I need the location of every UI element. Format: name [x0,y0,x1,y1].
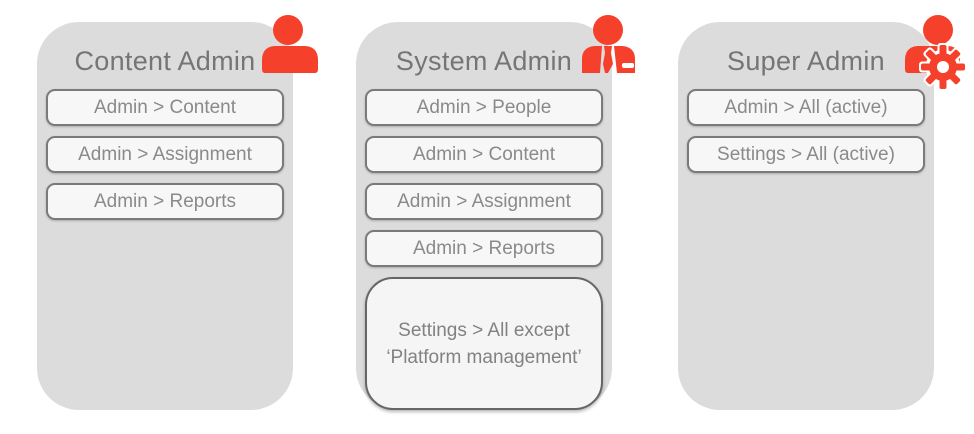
permission-chip: Admin > Reports [46,183,284,220]
card-content-admin: Content Admin Admin > Content Admin > As… [37,15,318,410]
card-super-admin: Super Admin Admin > All (active) Setting… [678,15,967,410]
permission-chip: Admin > Reports [365,230,603,267]
gear-icon [919,43,967,91]
person-icon [258,14,320,76]
permission-chip: Admin > Content [365,136,603,173]
card-system-admin: System Admin Admin > People Admin > Cont… [356,15,635,410]
permission-list: Admin > Content Admin > Assignment Admin… [37,89,293,220]
permission-chip: Admin > Assignment [46,136,284,173]
permission-list: Admin > People Admin > Content Admin > A… [356,89,612,267]
card-title: System Admin [395,46,573,76]
permission-chip: Admin > People [365,89,603,126]
business-person-icon [577,14,639,76]
permission-list: Admin > All (active) Settings > All (act… [678,89,934,173]
permission-chip: Admin > Content [46,89,284,126]
card-title: Super Admin [727,46,885,76]
permission-chip: Admin > All (active) [687,89,925,126]
card-title: Content Admin [74,46,256,76]
settings-exception-note: Settings > All except ‘Platform manageme… [365,277,603,410]
permission-chip: Admin > Assignment [365,183,603,220]
person-gear-icon [899,14,967,94]
minus-badge-icon [622,63,634,68]
permission-chip: Settings > All (active) [687,136,925,173]
